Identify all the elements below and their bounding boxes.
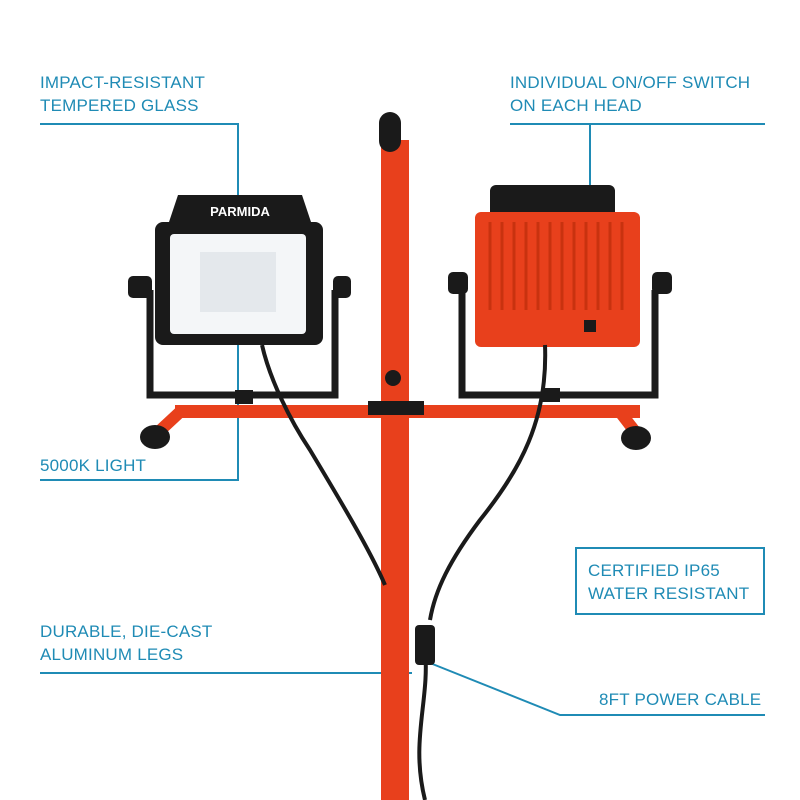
right-light-head <box>475 212 640 347</box>
callout-legs: DURABLE, DIE-CAST ALUMINUM LEGS <box>40 622 213 664</box>
callout-glass: IMPACT-RESISTANT TEMPERED GLASS <box>40 73 206 115</box>
callout-ip65: CERTIFIED IP65 WATER RESISTANT <box>588 561 750 603</box>
cable-splitter <box>415 625 435 665</box>
callout-switch: INDIVIDUAL ON/OFF SWITCH ON EACH HEAD <box>510 73 751 115</box>
callout-light: 5000K LIGHT <box>40 456 147 475</box>
brand-logo: PARMIDA <box>210 204 270 219</box>
knob-icon <box>128 276 152 298</box>
callout-ip65-box <box>575 547 765 615</box>
power-cables <box>260 344 548 800</box>
pole <box>381 140 409 800</box>
leg-cap-right <box>621 426 651 450</box>
power-switch <box>584 320 596 332</box>
knob-icon <box>448 272 468 294</box>
knob-icon <box>333 276 351 298</box>
knob-icon <box>652 272 672 294</box>
pole-grip <box>379 112 401 152</box>
heat-sink-fins <box>488 222 624 310</box>
callout-cable: 8FT POWER CABLE <box>599 690 762 709</box>
leg-cap-left <box>140 425 170 449</box>
